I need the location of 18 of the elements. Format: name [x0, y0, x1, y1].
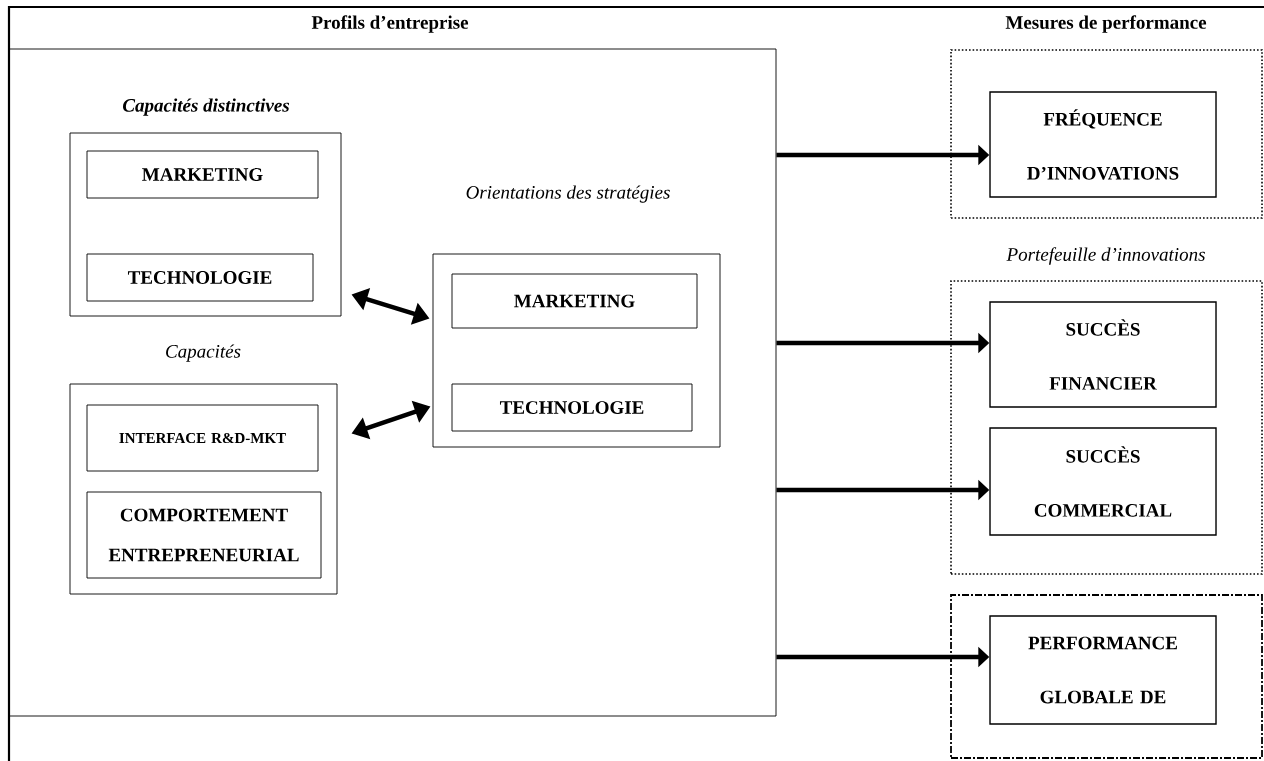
process-box: FRÉQUENCE D’INNOVATIONS	[989, 91, 1217, 198]
process-box: SUCCÈS COMMERCIAL	[989, 427, 1217, 536]
process-box: MARKETING	[451, 273, 698, 329]
process-box: SUCCÈS FINANCIER	[989, 301, 1217, 408]
box-heading: Profils d’entreprise	[311, 15, 469, 33]
group-frame	[950, 594, 1263, 759]
box-heading: Capacités distinctives	[123, 98, 290, 116]
process-box: MARKETING	[86, 150, 319, 199]
process-box: COMPORTEMENT ENTREPRENEURIAL	[86, 491, 322, 579]
process-box: TECHNOLOGIE	[451, 383, 693, 432]
process-box: PERFORMANCE GLOBALE DE	[989, 615, 1217, 725]
process-box: INTERFACE R&D-MKT	[86, 404, 319, 472]
column-heading: Mesures de performance	[1005, 15, 1207, 33]
process-box: TECHNOLOGIE	[86, 253, 314, 302]
box-heading: Portefeuille d’innovations	[1006, 247, 1205, 265]
group-frame	[950, 49, 1263, 219]
box-heading: Capacités	[166, 344, 241, 362]
box-heading: Orientations des stratégies	[466, 185, 670, 203]
